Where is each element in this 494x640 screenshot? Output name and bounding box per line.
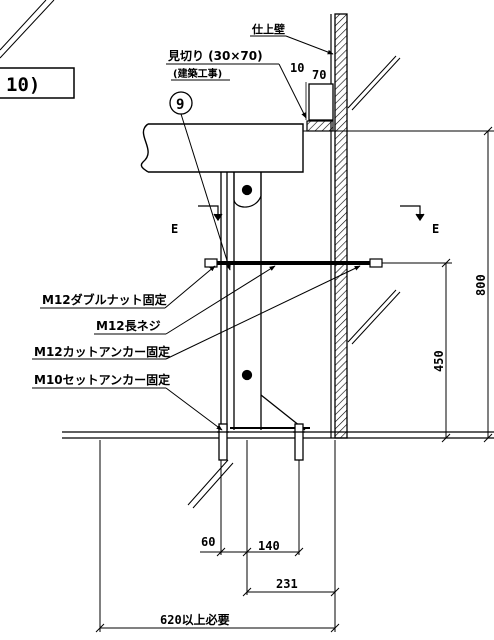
partition-label: 見切り (30×70) (建築工事) bbox=[166, 48, 307, 119]
svg-text:M12カットアンカー固定: M12カットアンカー固定 bbox=[34, 344, 170, 359]
section-label-left: E bbox=[171, 222, 178, 236]
svg-text:M12ダブルナット固定: M12ダブルナット固定 bbox=[42, 292, 167, 307]
dim-620-text: 620以上必要 bbox=[160, 612, 230, 627]
dim-231 bbox=[242, 587, 340, 597]
label-m12-cut-anchor: M12カットアンカー固定 bbox=[32, 265, 361, 360]
label-m12-double-nut: M12ダブルナット固定 bbox=[40, 265, 216, 309]
floor-line bbox=[62, 427, 494, 439]
label-m12-long-screw: M12長ネジ bbox=[94, 265, 276, 335]
callout-9: 9 bbox=[169, 91, 231, 271]
section-label-right: E bbox=[432, 222, 439, 236]
svg-text:70: 70 bbox=[312, 68, 326, 82]
title-box: 10) bbox=[0, 67, 75, 99]
dim-140 bbox=[247, 547, 304, 557]
dim-140-text: 140 bbox=[258, 539, 280, 553]
finish-wall-label: 仕上壁 bbox=[250, 22, 334, 55]
m12-long-screw bbox=[204, 258, 392, 268]
dim-60-text: 60 bbox=[201, 535, 215, 549]
svg-text:見切り (30×70): 見切り (30×70) bbox=[167, 48, 263, 63]
svg-text:M12長ネジ: M12長ネジ bbox=[96, 318, 161, 333]
section-marker-left bbox=[198, 205, 223, 222]
dim-800-text: 800 bbox=[474, 274, 488, 296]
svg-text:(建築工事): (建築工事) bbox=[173, 67, 222, 80]
dim-bottom-extension-lines bbox=[99, 440, 336, 632]
dim-800 bbox=[440, 126, 494, 443]
dim-10-70: 10 70 bbox=[290, 61, 326, 120]
support-post bbox=[220, 172, 306, 431]
finish-wall bbox=[330, 13, 348, 439]
svg-text:9: 9 bbox=[176, 97, 184, 113]
label-m10-set-anchor: M10セットアンカー固定 bbox=[32, 372, 223, 431]
break-lines-top-left bbox=[0, 0, 55, 59]
title-box-text: 10) bbox=[6, 74, 40, 96]
dim-231-text: 231 bbox=[276, 577, 298, 591]
svg-text:M10セットアンカー固定: M10セットアンカー固定 bbox=[34, 372, 170, 387]
dim-620 bbox=[95, 623, 340, 633]
svg-text:10: 10 bbox=[290, 61, 304, 75]
section-marker-right bbox=[400, 205, 425, 222]
svg-text:仕上壁: 仕上壁 bbox=[251, 22, 285, 36]
dim-60 bbox=[200, 547, 252, 557]
dim-450 bbox=[392, 258, 452, 443]
dim-450-text: 450 bbox=[432, 350, 446, 372]
partition-trim bbox=[306, 83, 334, 132]
